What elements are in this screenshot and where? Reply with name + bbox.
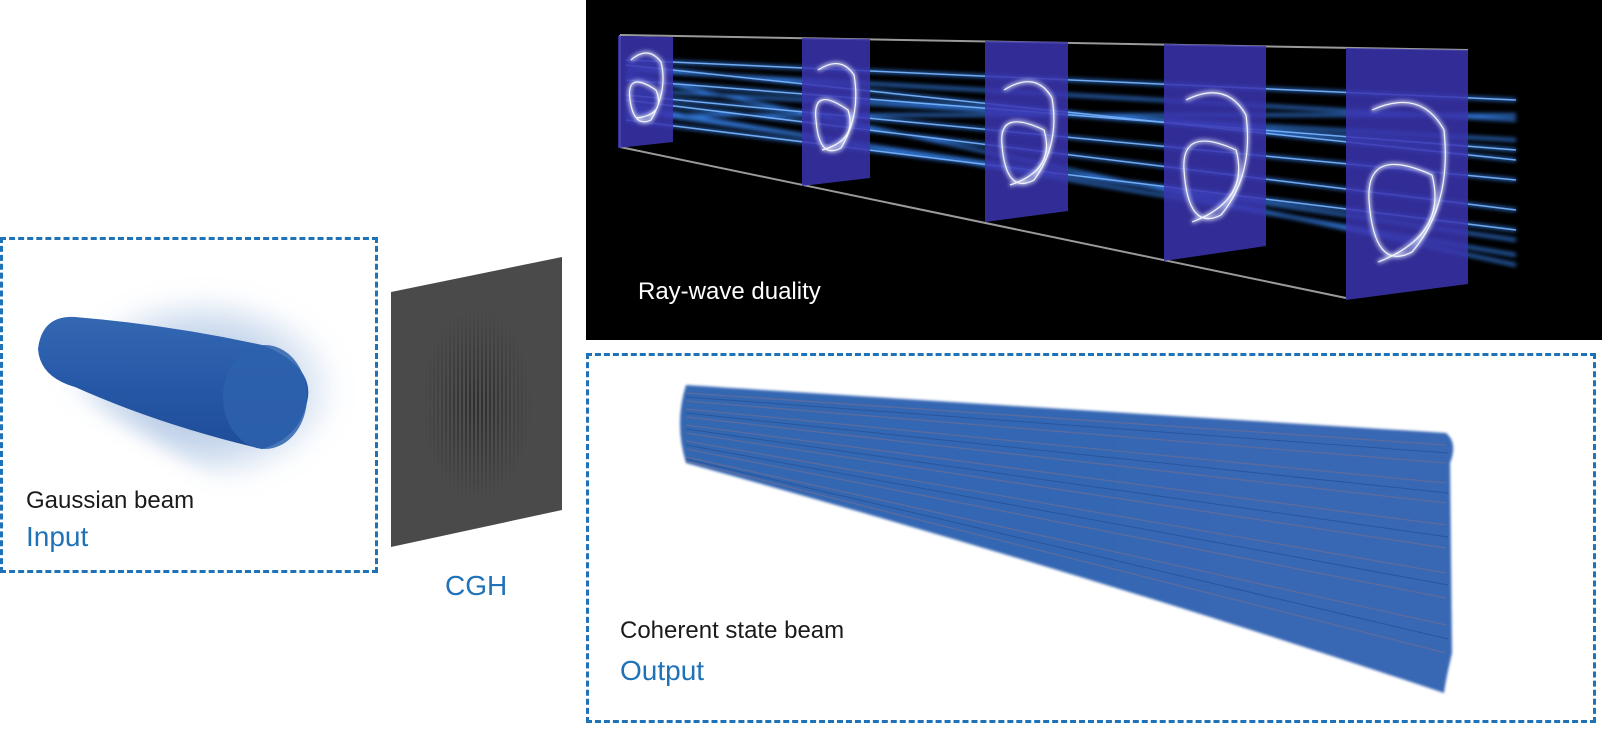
plane-4 [1164,44,1266,261]
plane-5 [1346,48,1468,300]
gaussian-beam-caption: Gaussian beam [26,487,195,514]
transverse-planes [618,36,1468,300]
output-beam-strands [685,392,1447,654]
duality-panel: Ray-wave duality [586,0,1602,340]
gaussian-beam-illustration [38,289,345,489]
plane-2 [802,38,870,186]
plane-3 [985,41,1068,222]
cgh-hologram [391,257,562,547]
input-frame [0,237,378,573]
output-beam-body [680,385,1454,693]
coherent-state-caption: Coherent state beam [620,617,845,644]
input-label: Input [26,521,89,552]
output-label: Output [620,655,705,686]
cgh-label: CGH [445,570,508,601]
plane-1 [618,36,673,148]
output-frame [586,353,1596,723]
beam-end-cap [223,345,307,449]
ray-wave-caption: Ray-wave duality [638,278,821,305]
cgh-fringes [391,257,562,547]
coherent-state-beam-illustration [680,385,1454,693]
ray-wave-illustration [618,34,1517,300]
